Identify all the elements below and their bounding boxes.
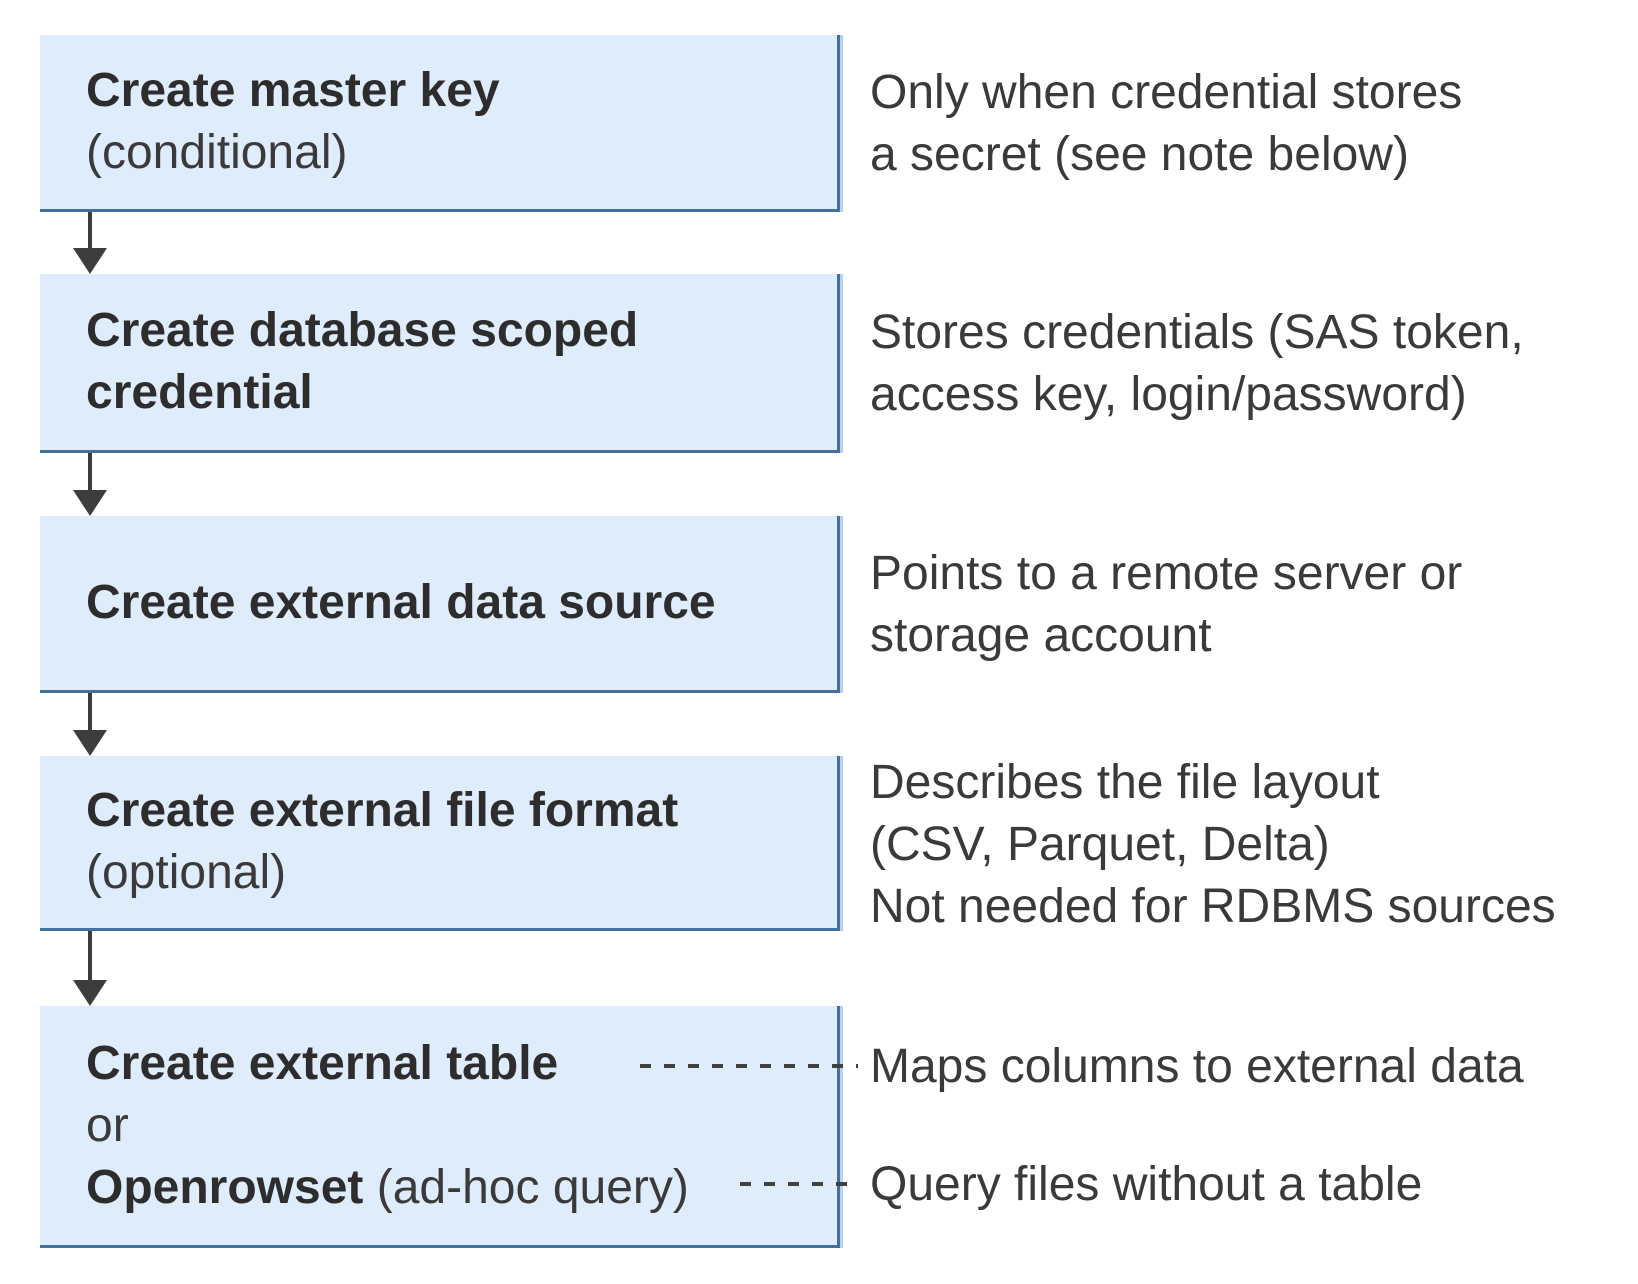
note-master-key: Only when credential stores a secret (se… (870, 35, 1462, 212)
arrow-shaft (88, 931, 92, 980)
box-title: Create external file format (86, 784, 679, 837)
box-subtitle: (optional) (86, 846, 287, 899)
arrow-shaft (88, 453, 92, 490)
flow-arrow-3 (73, 693, 107, 756)
dashed-connector-openrowset (740, 1182, 858, 1186)
box-title-line2: credential (86, 366, 313, 419)
note-credential: Stores credentials (SAS token, access ke… (870, 274, 1524, 453)
step-box-external-file-format: Create external file format (optional) (40, 756, 840, 931)
box-title: Create master key (86, 64, 500, 117)
flow-arrow-4 (73, 931, 107, 1006)
arrow-shaft (88, 693, 92, 730)
step-box-external-data-source: Create external data source (40, 516, 840, 693)
openrowset-label: Openrowset (86, 1160, 364, 1214)
note-line: Not needed for RDBMS sources (870, 880, 1556, 933)
note-line: Only when credential stores (870, 65, 1463, 119)
note-line: access key, login/password) (870, 367, 1467, 421)
arrow-shaft (88, 212, 92, 248)
box-subtitle: (conditional) (86, 126, 348, 179)
arrow-head-icon (73, 248, 107, 274)
arrow-head-icon (73, 730, 107, 756)
arrow-head-icon (73, 980, 107, 1006)
note-openrowset: Query files without a table (870, 1154, 1422, 1216)
note-file-format: Describes the file layout (CSV, Parquet,… (870, 752, 1556, 938)
note-external-table: Maps columns to external data (870, 1036, 1524, 1098)
note-line: storage account (870, 608, 1212, 662)
note-data-source: Points to a remote server or storage acc… (870, 516, 1462, 693)
adhoc-query-label: (ad-hoc query) (363, 1160, 689, 1214)
box-title: Create external data source (86, 576, 716, 629)
note-line: Maps columns to external data (870, 1040, 1524, 1093)
note-line: Query files without a table (870, 1158, 1423, 1211)
note-line: Describes the file layout (870, 756, 1380, 809)
box-title: Create external table (86, 1036, 559, 1090)
box-title: Create database scoped (86, 304, 639, 357)
flow-arrow-1 (73, 212, 107, 274)
flow-arrow-2 (73, 453, 107, 516)
note-line: (CSV, Parquet, Delta) (870, 818, 1330, 871)
note-line: Points to a remote server or (870, 546, 1463, 600)
step-box-database-scoped-credential: Create database scoped credential (40, 274, 840, 453)
note-line: a secret (see note below) (870, 127, 1409, 181)
note-line: Stores credentials (SAS token, (870, 305, 1524, 359)
step-box-create-master-key: Create master key (conditional) (40, 35, 840, 212)
box-openrowset-line: Openrowset (ad-hoc query) (86, 1157, 837, 1219)
step-box-external-table-openrowset: Create external table or Openrowset (ad-… (40, 1006, 840, 1248)
dashed-connector-external-table (640, 1064, 858, 1068)
box-or-label: or (86, 1098, 129, 1152)
arrow-head-icon (73, 490, 107, 516)
